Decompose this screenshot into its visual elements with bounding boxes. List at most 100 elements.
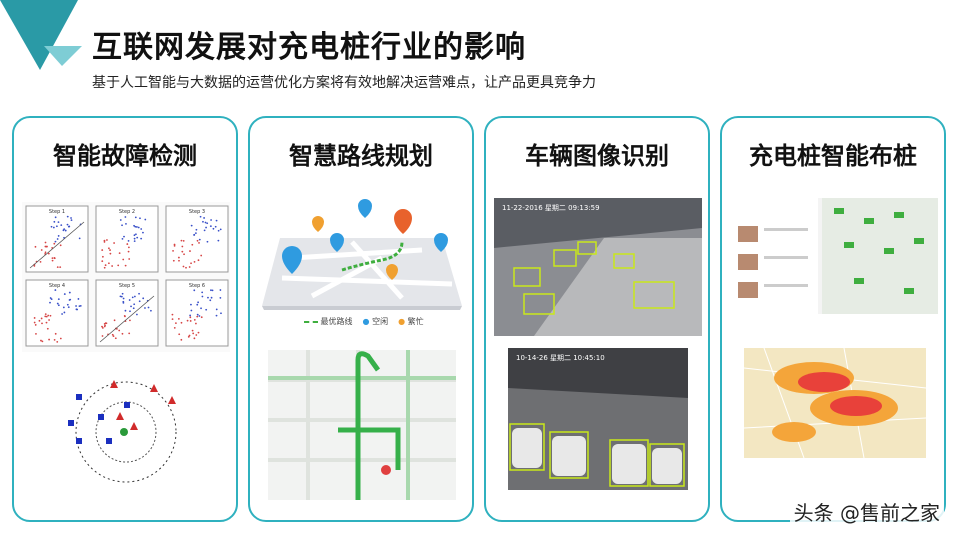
scatter-dot [197,259,200,262]
scatter-dot [101,325,103,328]
scatter-dot [209,225,212,228]
scatter-dot [195,322,197,325]
scatter-dot [187,335,190,338]
scatter-dot [124,216,127,218]
card-title: 充电桩智能布桩 [749,142,917,170]
scatter-dot [112,335,115,338]
scatter-dot [45,321,48,324]
scatter-dot [173,326,176,329]
scatter-dot [127,239,130,242]
scatter-dot [101,327,104,329]
step-label: Step 3 [189,209,205,215]
scatter-dot [136,226,138,228]
separator-line [29,221,85,269]
scatter-dot [177,256,180,259]
scatter-dot [138,292,140,295]
scatter-dot [59,266,62,269]
scatter-dot [44,251,47,254]
scatter-dot [182,239,185,242]
scatter-dot [133,240,136,243]
step-label: Step 1 [49,209,65,215]
scatter-dot [219,296,222,299]
scatter-dot [34,324,37,326]
scatter-dot [63,311,66,314]
scatter-dot [57,235,60,237]
scatter-dot [121,292,124,295]
scatter-dot [129,310,131,313]
scatter-dot [185,266,187,269]
scatter-dot [108,247,110,250]
scatter-dot [139,217,141,220]
scatter-dot [189,320,192,322]
route-map-illustration [262,199,462,310]
scatter-dot [67,306,70,309]
scatter-dot [140,228,143,230]
scatter-dot [142,297,145,300]
step-panel [25,279,89,347]
scatter-dot [201,291,204,294]
scatter-dot [193,318,196,321]
scatter-dot [135,313,138,316]
scatter-dot [77,298,80,300]
scatter-dot [178,333,181,336]
scatter-dot [196,239,199,242]
scatter-dot [134,216,137,219]
scatter-dot [119,295,122,298]
scatter-dot [68,291,71,294]
scatter-dot [133,295,136,298]
scatter-dot [101,255,104,258]
scatter-dot [107,262,110,265]
scatter-dot [190,224,193,227]
scatter-dot [147,306,150,309]
scatter-dot [205,226,207,229]
scatter-dot [124,264,127,267]
scatter-dot [200,254,203,257]
scatter-dot [52,226,55,229]
scatter-dot [172,259,175,262]
card-route-planning: 智慧路线规划 最优路线 ● 空闲 ● 繁忙 [248,116,474,522]
scatter-dot [192,332,195,335]
scatter-dot [214,225,217,228]
scatter-dot [41,340,44,343]
scatter-dot [49,301,51,304]
scatter-dot [193,337,196,340]
scatter-dot [118,252,121,255]
cluster-diagram-image [68,380,177,483]
scatter-dot [188,266,191,268]
scatter-dot [199,215,202,218]
scatter-dot [33,321,36,324]
scatter-dot [40,249,43,251]
scatter-dot [113,319,116,322]
scatter-dot [57,298,60,301]
scatter-dot [124,315,126,318]
scatter-dot [53,242,56,245]
scatter-dot [190,309,193,312]
scatter-dot [215,308,218,311]
scatter-dot [135,233,137,236]
scatter-dot [133,224,135,227]
scatter-dot [142,231,144,234]
scatter-dot [190,262,192,265]
card-title: 智慧路线规划 [289,142,433,170]
scatter-dot [103,241,106,243]
scatter-dot [128,258,131,260]
scatter-dot [64,229,67,232]
scatter-dot [46,327,49,330]
step-label: Step 6 [189,283,205,289]
scatter-dot [109,252,112,255]
scatter-dot [196,303,199,306]
scatter-dot [34,245,37,248]
scatter-dot [203,217,205,219]
scatter-dot [174,322,177,325]
legend-busy-label: 繁忙 [407,317,424,326]
scatter-dot [210,289,212,292]
scatter-dot [137,226,140,229]
scatter-dot [220,312,222,315]
scatter-dot [195,228,198,231]
scatter-dot [206,240,209,243]
scatter-dot [66,303,69,306]
scatter-dot [129,319,131,322]
scatter-dot [205,308,208,311]
scatter-dot [122,297,125,300]
